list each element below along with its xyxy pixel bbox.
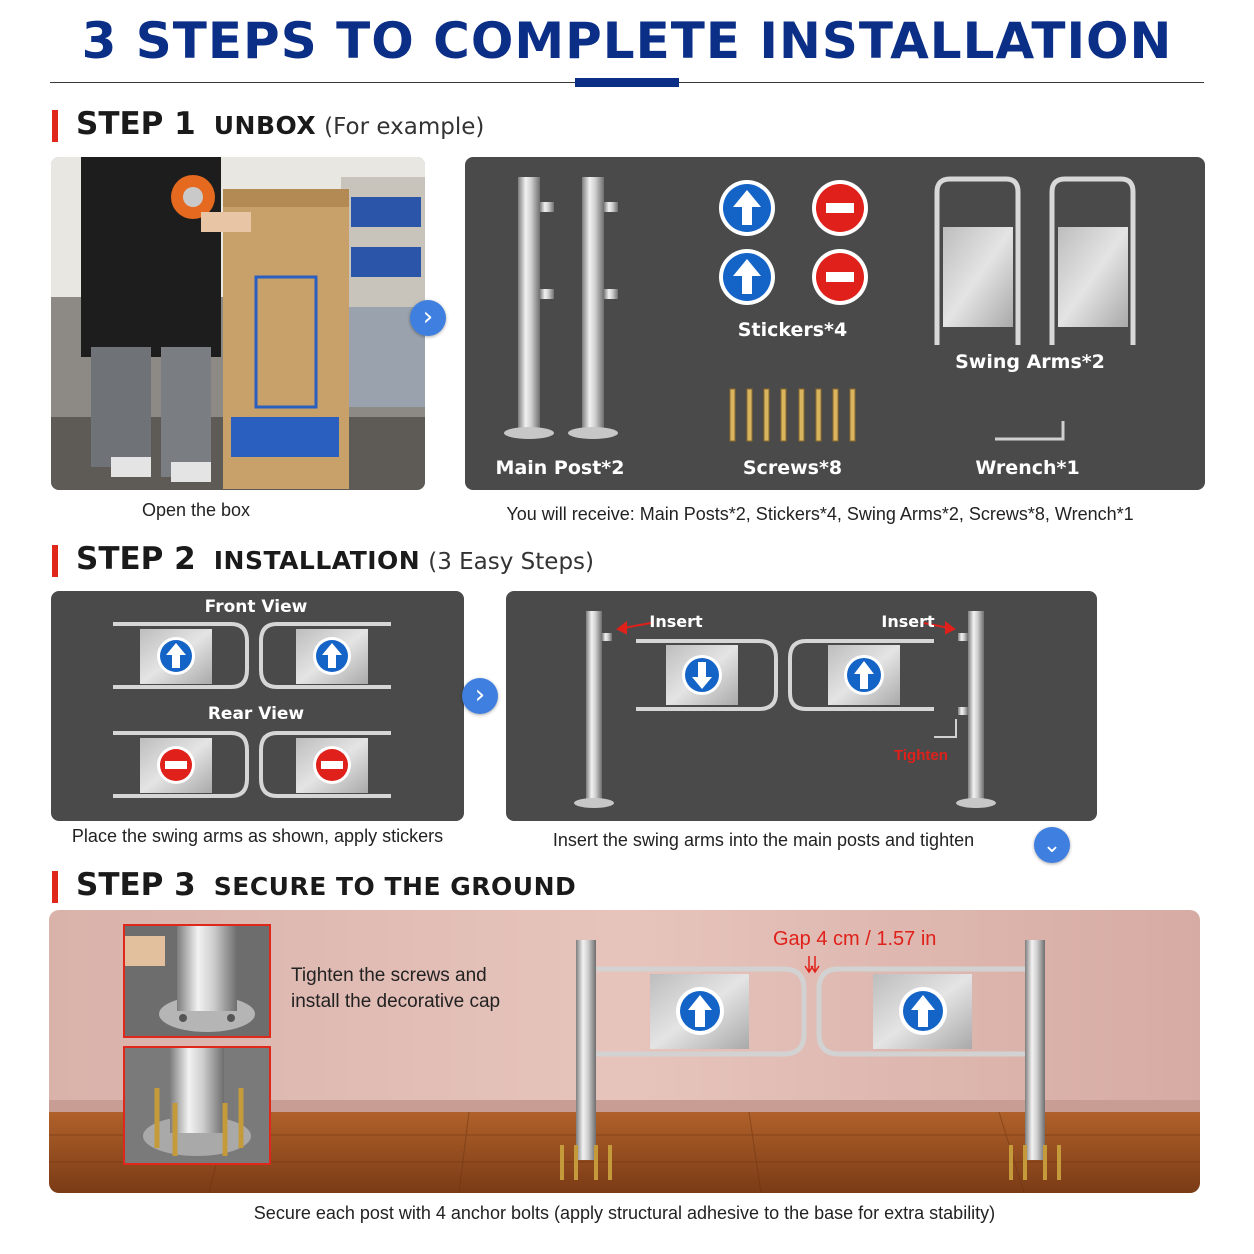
main-post-icon xyxy=(504,177,618,439)
tighten-screws-note: Tighten the screws and install the decor… xyxy=(291,963,500,1015)
front-view-arms xyxy=(113,622,391,689)
rear-no-entry-icon-right xyxy=(313,746,351,784)
insert-label-right: Insert xyxy=(881,612,935,631)
scene-up-arrow-icon-left xyxy=(676,987,724,1035)
place-arms-caption: Place the swing arms as shown, apply sti… xyxy=(71,826,444,846)
screw-icons xyxy=(729,388,856,442)
rear-view-label: Rear View xyxy=(207,704,305,724)
tighten-wrench-icon xyxy=(934,719,957,738)
insert-arms-caption: Insert the swing arms into the main post… xyxy=(552,830,975,850)
step1-heading: STEP 1 UNBOX (For example) xyxy=(76,106,484,142)
insert-arms-panel: Insert Insert Tighten xyxy=(506,591,1097,821)
gate-right-post xyxy=(1009,940,1061,1180)
step1-note: (For example) xyxy=(324,114,485,140)
next-chevron-icon-step2[interactable]: › xyxy=(462,678,498,714)
screws-label: Screws*8 xyxy=(742,457,843,479)
tighten-label: Tighten xyxy=(894,747,948,764)
down-arrow-sign-icon xyxy=(682,655,722,695)
tighten-note-line1: Tighten the screws and xyxy=(291,965,487,986)
wrench-icon xyxy=(995,421,1065,441)
unbox-photo xyxy=(51,157,425,490)
insert-arrow-icons xyxy=(616,621,956,635)
ground-install-scene: Tighten the screws and install the decor… xyxy=(49,910,1200,1193)
swing-arm-icons xyxy=(934,176,1136,345)
step1-number: STEP 1 xyxy=(76,106,196,142)
anchor-bolt-inset xyxy=(123,1046,271,1165)
main-post-label: Main Post*2 xyxy=(495,457,625,479)
rear-view-arms xyxy=(113,731,391,798)
scene-up-arrow-icon-right xyxy=(899,987,947,1035)
open-box-caption: Open the box xyxy=(141,500,251,520)
step2-marker xyxy=(52,545,58,577)
gate-left-post xyxy=(560,940,612,1180)
next-chevron-icon-step1[interactable]: › xyxy=(410,300,446,336)
receive-caption: You will receive: Main Posts*2, Stickers… xyxy=(506,504,1134,524)
sticker-icons xyxy=(719,180,868,305)
step3-name: SECURE TO THE GROUND xyxy=(213,872,577,901)
gap-arrow-icon xyxy=(804,956,820,974)
anchor-bolts-caption: Secure each post with 4 anchor bolts (ap… xyxy=(253,1203,996,1223)
right-main-post xyxy=(956,611,996,808)
step2-name: INSTALLATION xyxy=(213,546,421,575)
title-accent-bar xyxy=(575,78,679,87)
front-view-label: Front View xyxy=(204,597,308,617)
decorative-cap-inset xyxy=(123,924,271,1038)
sticker-placement-panel: Front View Rear View xyxy=(51,591,464,821)
stickers-label: Stickers*4 xyxy=(737,319,848,341)
step2-heading: STEP 2 INSTALLATION (3 Easy Steps) xyxy=(76,541,594,577)
page-title: 3 STEPS TO COMPLETE INSTALLATION xyxy=(81,12,1173,70)
step1-marker xyxy=(52,110,58,142)
step1-name: UNBOX xyxy=(213,111,317,140)
parts-panel: Main Post*2 Stickers*4 Swing Arms*2 Scre… xyxy=(465,157,1205,490)
step3-marker xyxy=(52,871,58,903)
wrench-label: Wrench*1 xyxy=(975,457,1080,479)
swing-arms-label: Swing Arms*2 xyxy=(955,351,1105,373)
step3-heading: STEP 3 SECURE TO THE GROUND xyxy=(76,867,576,903)
front-up-arrow-icon-left xyxy=(157,637,195,675)
gap-label: Gap 4 cm / 1.57 in xyxy=(773,928,937,950)
tighten-note-line2: install the decorative cap xyxy=(291,991,501,1012)
step2-number: STEP 2 xyxy=(76,541,196,577)
step2-note: (3 Easy Steps) xyxy=(428,549,595,575)
insert-label-left: Insert xyxy=(649,612,703,631)
front-up-arrow-icon-right xyxy=(313,637,351,675)
left-main-post xyxy=(574,611,614,808)
step3-number: STEP 3 xyxy=(76,867,196,903)
up-arrow-sign-icon xyxy=(844,655,884,695)
rear-no-entry-icon-left xyxy=(157,746,195,784)
next-chevron-down-icon[interactable]: ⌄ xyxy=(1034,827,1070,863)
